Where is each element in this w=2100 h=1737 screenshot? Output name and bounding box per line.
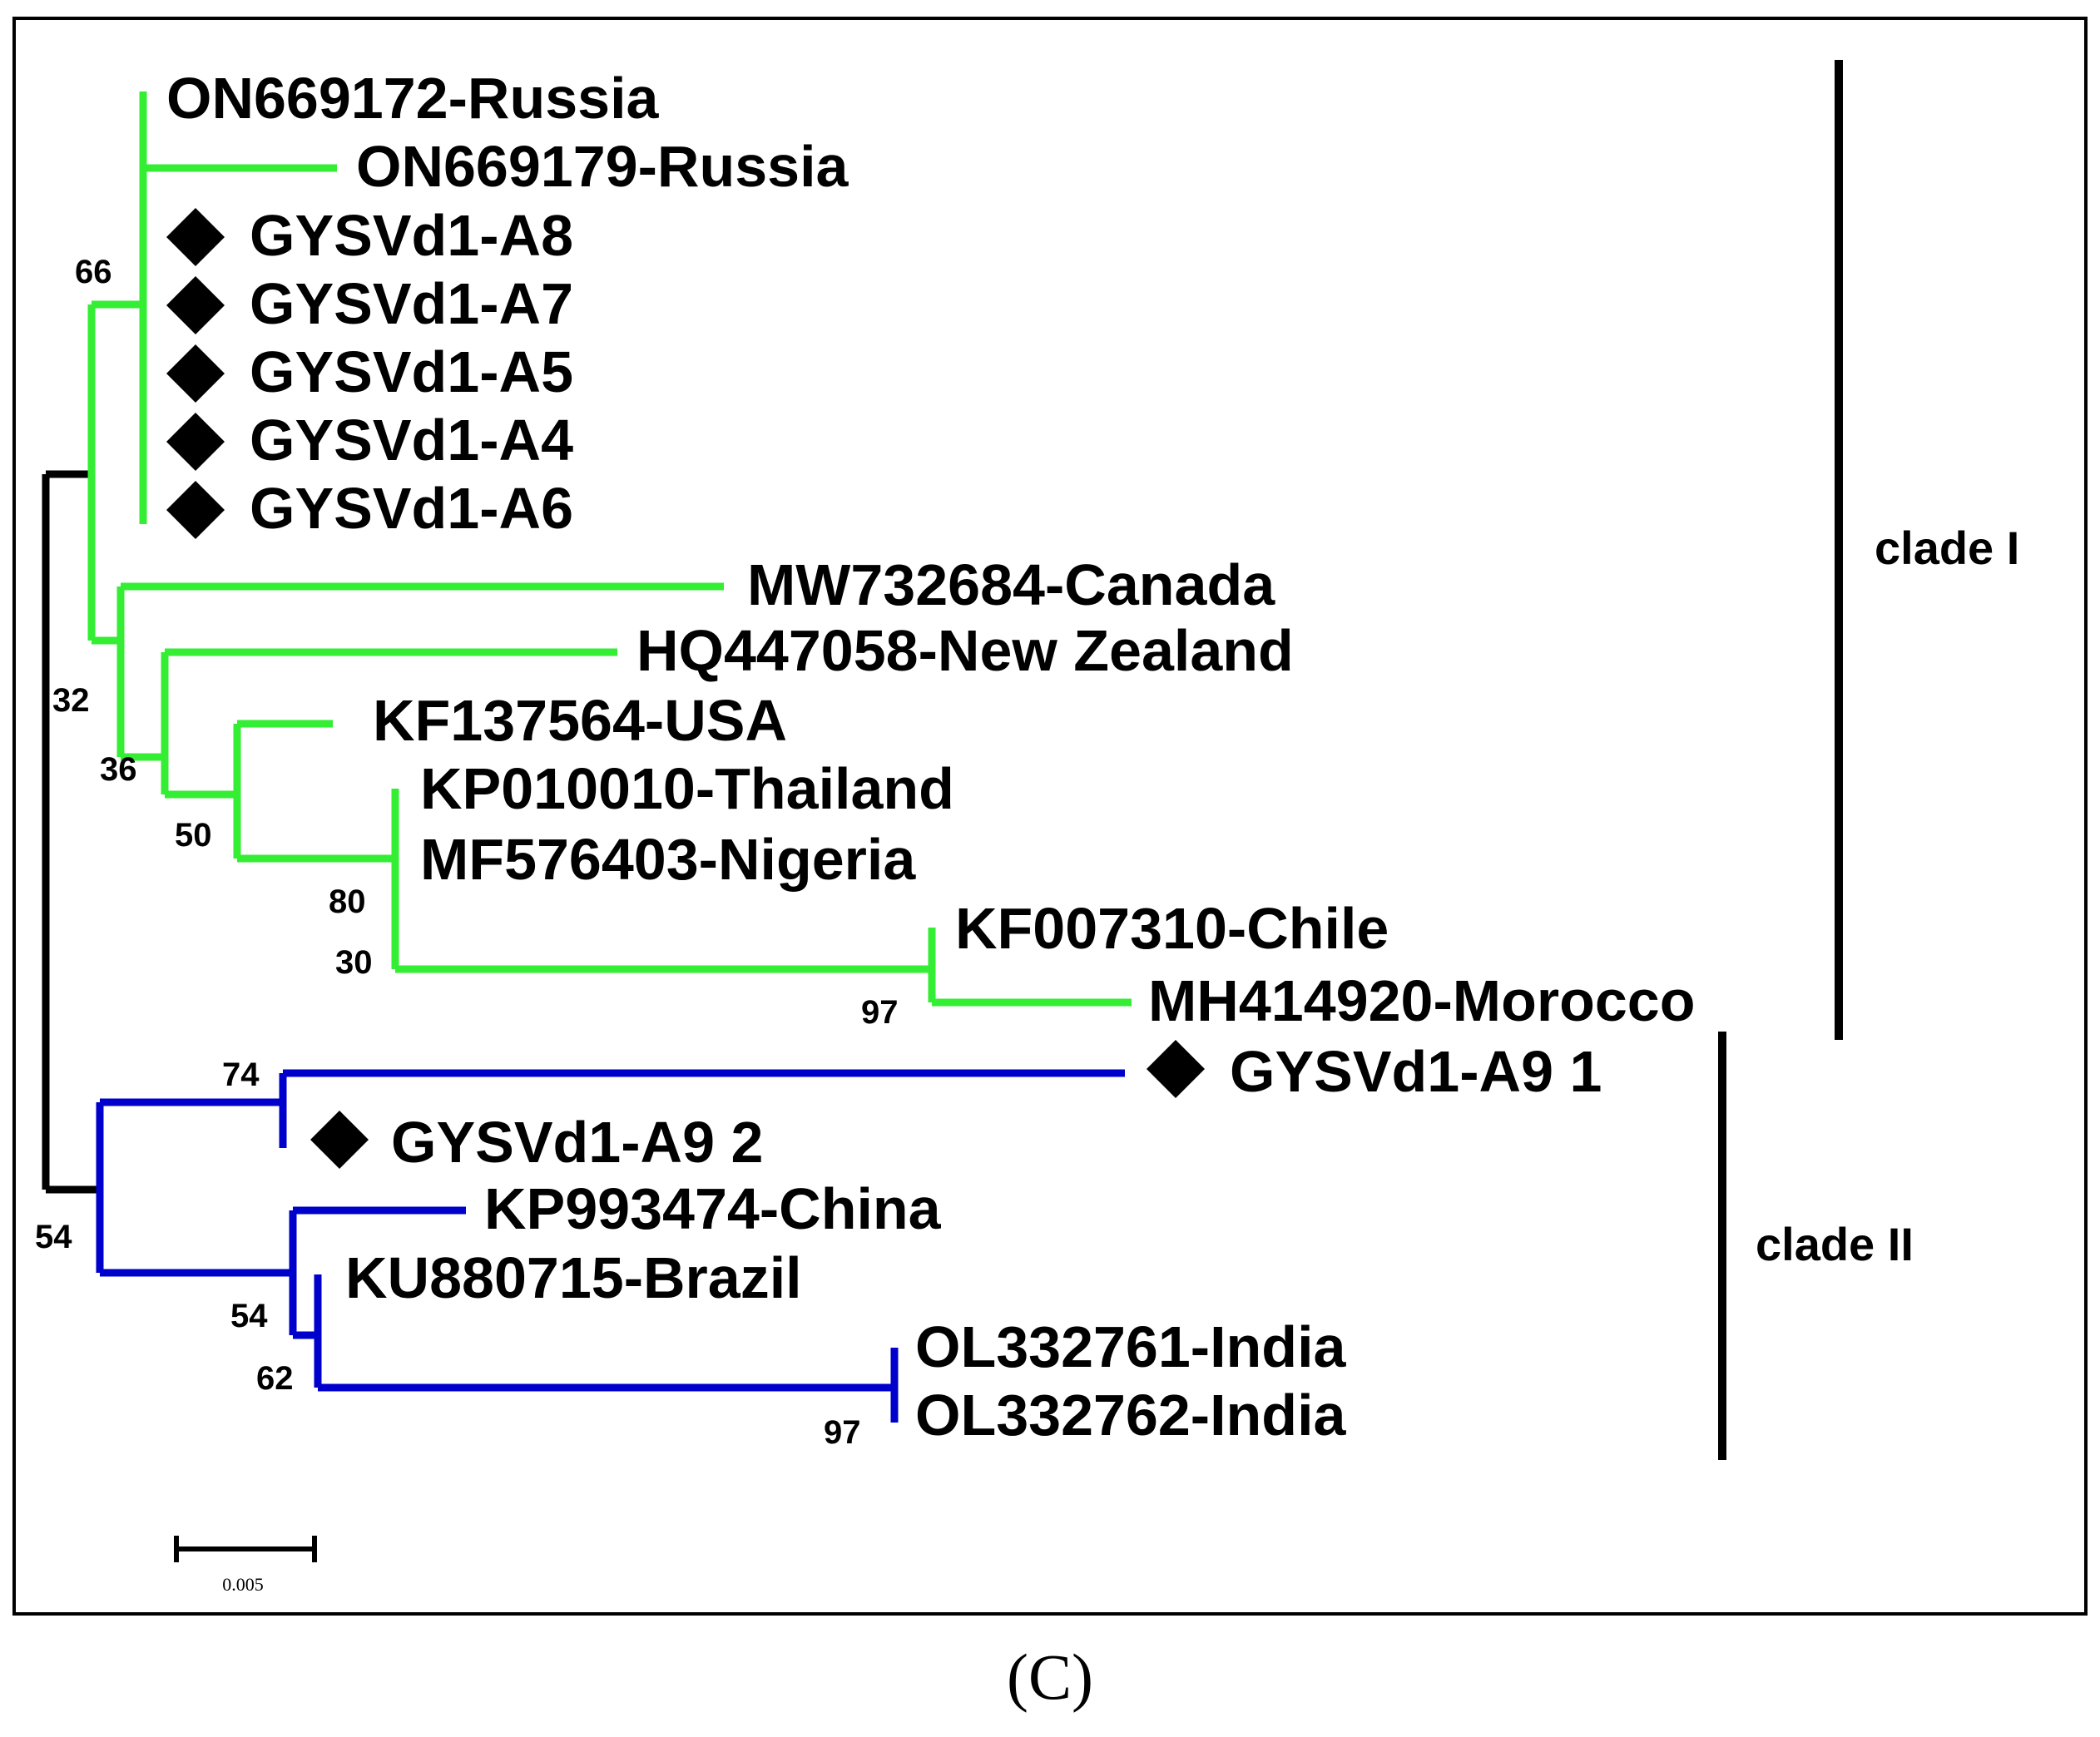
taxon-label: KP993474-China: [484, 1176, 942, 1241]
taxon-label: OL332762-India: [915, 1383, 1347, 1448]
clade-i-branches: [87, 92, 1132, 1007]
clade-i-label: clade I: [1875, 522, 2019, 574]
figure-caption: (C): [1007, 1640, 1093, 1713]
diamond-icon: [166, 413, 225, 471]
diamond-markers: [166, 208, 1205, 1169]
taxon-label: HQ447058-New Zealand: [636, 618, 1294, 683]
taxon-label: ON669172-Russia: [166, 66, 660, 131]
diamond-icon: [166, 481, 225, 539]
clade-annotations: clade I clade II: [1718, 60, 2019, 1460]
taxon-label: GYSVd1-A6: [250, 476, 573, 541]
taxon-label: GYSVd1-A5: [250, 339, 573, 404]
taxon-label: MH414920-Morocco: [1148, 968, 1695, 1033]
taxon-label: MF576403-Nigeria: [420, 827, 916, 892]
bootstrap-values: 66 32 36 50 80 30 97 74 54 54 62 97: [35, 254, 899, 1451]
taxon-label: KF007310-Chile: [955, 896, 1389, 961]
diamond-icon: [166, 344, 225, 403]
scale-bar: 0.005: [174, 1536, 317, 1595]
taxon-label: GYSVd1-A7: [250, 271, 573, 336]
taxon-label: OL332761-India: [915, 1314, 1347, 1379]
bootstrap-value: 74: [222, 1057, 260, 1093]
diamond-icon: [166, 276, 225, 334]
bootstrap-value: 50: [175, 817, 212, 854]
taxon-label: GYSVd1-A9 2: [391, 1110, 763, 1175]
taxon-label: KP010010-Thailand: [420, 756, 954, 821]
bootstrap-value: 66: [75, 254, 112, 290]
bootstrap-value: 62: [256, 1360, 294, 1397]
taxon-labels: ON669172-Russia ON669179-Russia GYSVd1-A…: [166, 66, 1695, 1448]
taxon-label: GYSVd1-A8: [250, 203, 573, 268]
taxon-label: GYSVd1-A9 1: [1230, 1039, 1602, 1104]
bootstrap-value: 80: [329, 883, 366, 920]
bootstrap-value: 97: [861, 994, 899, 1031]
bootstrap-value: 54: [230, 1298, 268, 1334]
diamond-icon: [1147, 1040, 1205, 1098]
bootstrap-value: 97: [824, 1414, 861, 1451]
clade-ii-label: clade II: [1756, 1218, 1914, 1270]
taxon-label: GYSVd1-A4: [250, 408, 573, 473]
bootstrap-value: 30: [335, 944, 373, 981]
taxon-label: KF137564-USA: [373, 688, 787, 753]
bootstrap-value: 54: [35, 1219, 72, 1255]
taxon-label: MW732684-Canada: [747, 552, 1275, 617]
taxon-label: KU880715-Brazil: [345, 1245, 802, 1310]
bootstrap-value: 32: [52, 682, 90, 719]
figure-frame: [12, 17, 2088, 1616]
diamond-icon: [166, 208, 225, 266]
bootstrap-value: 36: [100, 751, 137, 788]
root-branches: [42, 470, 100, 1194]
clade-ii-branches: [96, 1069, 1125, 1423]
taxon-label: ON669179-Russia: [356, 134, 849, 199]
scale-bar-label: 0.005: [222, 1574, 264, 1595]
diamond-icon: [310, 1111, 369, 1169]
